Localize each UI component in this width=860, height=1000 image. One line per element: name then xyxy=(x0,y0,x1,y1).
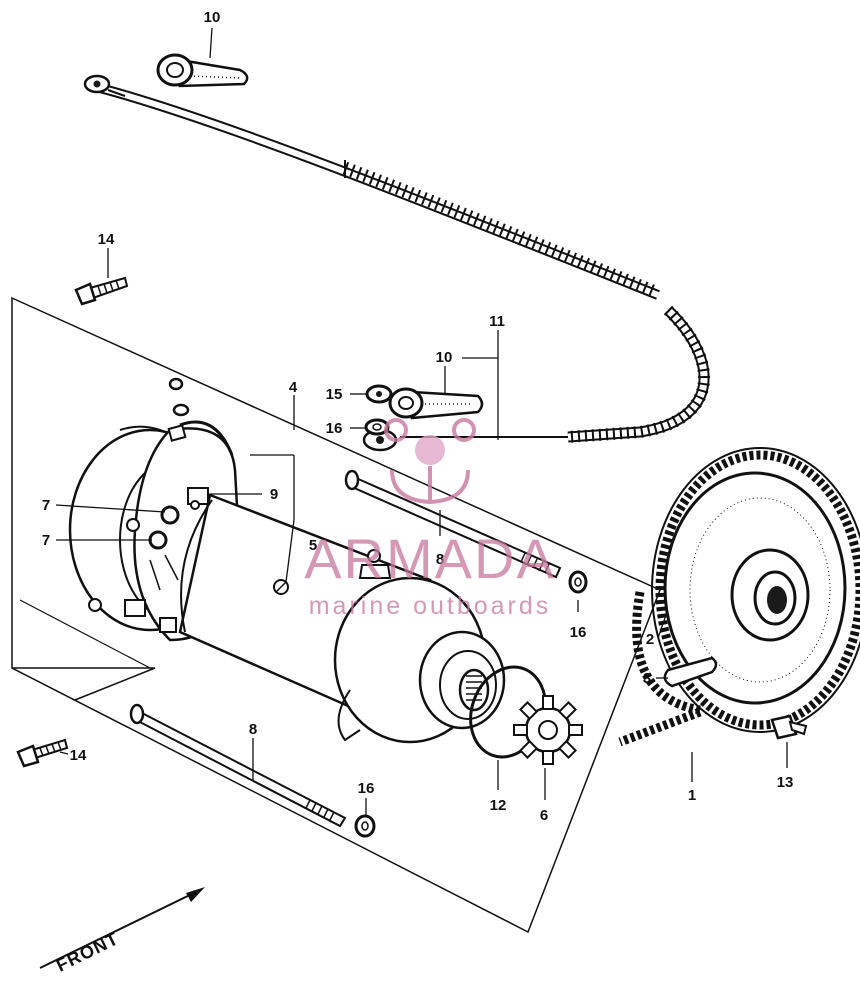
front-label: FRONT xyxy=(53,928,122,975)
callout-10-mid: 10 xyxy=(436,349,453,366)
callout-8-mid: 8 xyxy=(436,551,444,568)
lock-tab-3 xyxy=(663,656,718,688)
drive-sprocket-6 xyxy=(513,695,583,765)
callout-14-bottom: 14 xyxy=(70,747,87,764)
watermark-tagline: marine outboards xyxy=(309,592,552,620)
terminal-boot-mid xyxy=(388,387,484,420)
callout-7-a: 7 xyxy=(42,497,50,514)
callout-11: 11 xyxy=(489,313,505,330)
callout-labels: 10 14 11 10 15 16 4 9 7 7 5 8 16 2 3 14 … xyxy=(42,9,794,824)
callout-7-b: 7 xyxy=(42,532,50,549)
callout-14-top: 14 xyxy=(98,231,115,248)
watermark-brand: ARMADA xyxy=(304,527,556,590)
assembly-outline xyxy=(11,296,661,934)
anchor-logo-icon xyxy=(384,418,476,505)
starter-motor xyxy=(68,420,506,744)
callout-16-bottom: 16 xyxy=(358,780,375,797)
callout-13: 13 xyxy=(777,774,794,791)
through-bolt-bottom xyxy=(129,703,347,828)
callout-6: 6 xyxy=(540,807,548,824)
bolt-14-top xyxy=(74,276,129,306)
callout-16-mid: 16 xyxy=(326,420,343,437)
assembly-outline-inner xyxy=(19,599,151,669)
callout-15: 15 xyxy=(326,386,343,403)
callout-12: 12 xyxy=(490,797,507,814)
callout-3: 3 xyxy=(643,670,651,687)
drive-chain-1 xyxy=(618,447,860,747)
callout-5: 5 xyxy=(309,537,317,554)
leader-lines xyxy=(55,27,788,815)
callout-8-bottom: 8 xyxy=(249,721,257,738)
screw-top xyxy=(168,377,184,391)
armada-watermark: ARMADA marine outboards xyxy=(304,418,556,620)
battery-cable xyxy=(83,74,710,452)
callout-16-right: 16 xyxy=(570,624,587,641)
driven-sprocket-2 xyxy=(663,471,847,705)
callout-2: 2 xyxy=(646,631,654,648)
callout-4: 4 xyxy=(289,379,298,396)
front-direction-indicator: FRONT xyxy=(39,887,205,976)
bolt-13 xyxy=(770,714,808,740)
bolt-14-bottom xyxy=(16,738,69,768)
callout-10-top: 10 xyxy=(204,9,221,26)
callout-9: 9 xyxy=(270,486,278,503)
washer-top xyxy=(172,403,190,417)
through-bolt-middle xyxy=(344,469,562,579)
callout-1: 1 xyxy=(688,787,696,804)
terminal-boot-top xyxy=(156,53,249,88)
